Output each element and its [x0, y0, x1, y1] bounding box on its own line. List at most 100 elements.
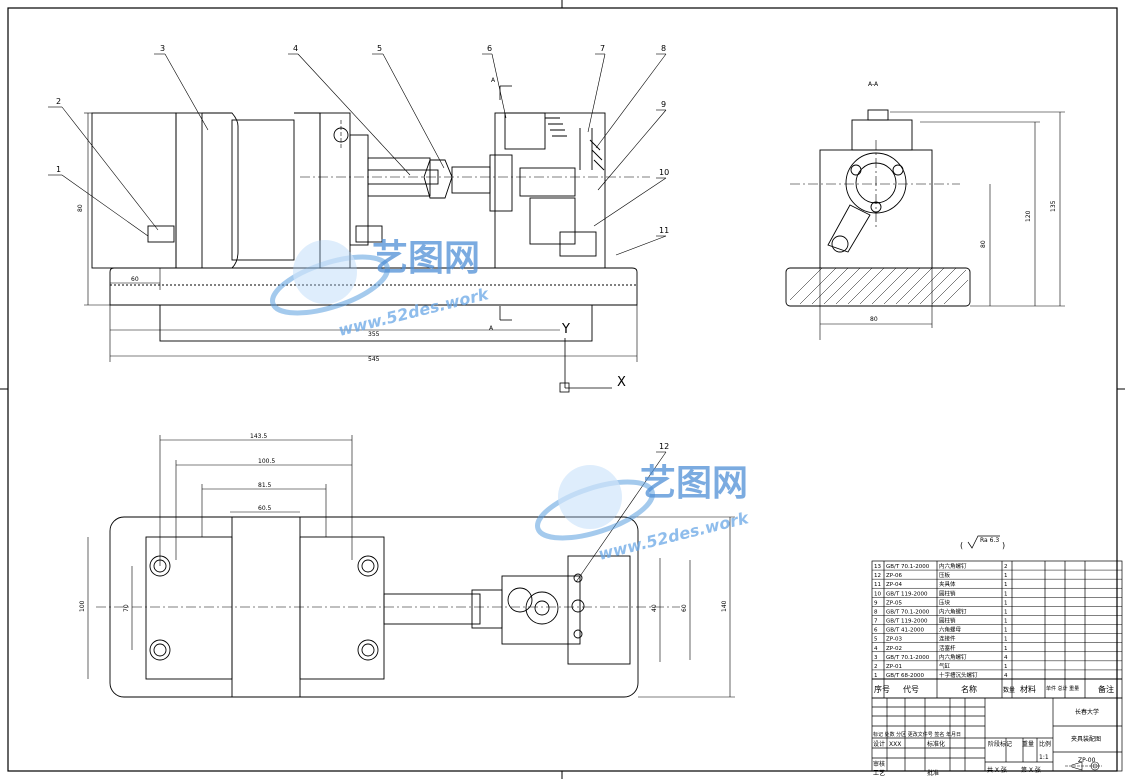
watermark-brand-2: 艺图网 [640, 463, 748, 504]
bom-cell-code: ZP-01 [886, 664, 902, 670]
bom-header-name: 名称 [961, 684, 977, 694]
bom-cell-seq: 5 [874, 637, 878, 643]
weight-label: 重量 [1022, 740, 1034, 748]
bom-cell-name: 十字槽沉头螺钉 [939, 671, 978, 679]
bom-cell-seq: 9 [874, 600, 878, 606]
bom-cell-code: GB/T 68-2000 [886, 673, 924, 679]
bom-cell-code: GB/T 70.1-2000 [886, 564, 930, 570]
bom-cell-code: GB/T 70.1-2000 [886, 609, 930, 615]
dim-top-left-h: 100 [79, 600, 86, 612]
bom-cell-code: ZP-05 [886, 600, 902, 606]
dim-side-h3: 135 [1050, 200, 1057, 212]
bom-header-material: 材料 [1020, 684, 1036, 694]
front-view [91, 112, 650, 342]
section-arrow-label-bottom: A [489, 325, 494, 332]
designer-label: 设计 [873, 740, 885, 748]
watermark-globe-icon-2 [535, 465, 655, 541]
projection-symbol-icon [1065, 761, 1102, 771]
roughness-value: Ra 6.3 [980, 537, 999, 544]
bom-cell-name: 夹具体 [939, 580, 956, 588]
sheets-total: 共 X 张 [987, 766, 1007, 774]
bom-cell-qty: 1 [1004, 591, 1008, 597]
bom-cell-seq: 13 [874, 564, 881, 570]
top-view [96, 516, 680, 698]
bom-cell-seq: 6 [874, 628, 878, 634]
bom-cell-seq: 3 [874, 655, 878, 661]
balloon-2: 2 [56, 97, 61, 106]
balloon-4: 4 [293, 44, 298, 53]
bom-cell-qty: 1 [1004, 573, 1008, 579]
balloon-7: 7 [600, 44, 605, 53]
front-dimensions [84, 112, 638, 362]
roughness-symbol [967, 535, 1000, 549]
balloon-12: 12 [659, 442, 669, 451]
dim-top-left-h2: 70 [123, 604, 130, 612]
bom-cell-qty: 4 [1004, 673, 1008, 679]
ucs-icon [559, 338, 612, 393]
bom-header-remark: 备注 [1098, 684, 1114, 694]
bom-cell-name: 内六角螺钉 [939, 607, 967, 615]
bom-cell-seq: 7 [874, 619, 878, 625]
dim-top-total-h: 140 [721, 600, 728, 612]
balloon-6: 6 [487, 44, 492, 53]
bom-cell-name: 活塞杆 [939, 644, 956, 652]
bom-header-seq: 序号 [874, 684, 890, 694]
bom-cell-code: GB/T 70.1-2000 [886, 655, 930, 661]
bom-cell-code: ZP-04 [886, 582, 902, 588]
ucs-x-label: X [617, 375, 626, 390]
balloon-3: 3 [160, 44, 165, 53]
dim-front-height: 80 [77, 204, 84, 212]
drawing-name: 夹具装配图 [1071, 735, 1101, 743]
watermark-globe-icon [270, 240, 390, 316]
bom-cell-name: 气缸 [939, 662, 951, 670]
dim-top-w1: 143.5 [250, 433, 267, 440]
dim-top-right-h: 40 [651, 604, 658, 612]
balloon-11: 11 [659, 226, 669, 235]
side-dimensions [819, 111, 1065, 340]
bom-cell-qty: 1 [1004, 582, 1008, 588]
watermark-url-2: www.52des.work [596, 508, 751, 564]
bom-cell-name: 六角螺母 [939, 626, 962, 634]
side-base-hatch [789, 267, 969, 305]
watermark-url: www.52des.work [336, 284, 491, 340]
standard-label: 标准化 [927, 740, 945, 748]
bom-cell-qty: 1 [1004, 628, 1008, 634]
balloon-5: 5 [377, 44, 382, 53]
bom-cell-name: 内六角螺钉 [939, 562, 967, 570]
approve-label: 批准 [927, 769, 939, 777]
bom-cell-seq: 11 [874, 582, 881, 588]
bom-table [871, 560, 1123, 699]
bom-cell-qty: 1 [1004, 619, 1008, 625]
bom-cell-name: 压块 [939, 598, 951, 606]
balloon-1: 1 [56, 165, 61, 174]
dim-front-total-len: 545 [368, 356, 380, 363]
drawing-number: ZP-00 [1078, 757, 1096, 764]
bom-cell-seq: 12 [874, 573, 881, 579]
dim-top-w3: 81.5 [258, 482, 272, 489]
bom-cell-qty: 1 [1004, 609, 1008, 615]
section-cut-mark [499, 85, 512, 321]
dim-top-w2: 100.5 [258, 458, 275, 465]
watermark-brand: 艺图网 [372, 238, 480, 279]
company-name: 长春大学 [1075, 708, 1099, 716]
bom-cell-seq: 4 [874, 646, 878, 652]
bom-cell-name: 压板 [939, 571, 951, 579]
side-view [785, 109, 971, 307]
process-label: 工艺 [873, 769, 885, 777]
sheet-number: 第 X 张 [1021, 766, 1041, 774]
dim-front-base-offset: 60 [131, 276, 139, 283]
bom-cell-qty: 1 [1004, 646, 1008, 652]
dim-side-h2: 120 [1025, 210, 1032, 222]
bom-cell-qty: 4 [1004, 655, 1008, 661]
bom-cell-code: GB/T 41-2000 [886, 628, 924, 634]
bom-cell-seq: 8 [874, 609, 878, 615]
bom-cell-name: 圆柱销 [939, 617, 956, 625]
ucs-y-label: Y [561, 322, 570, 337]
designer-name: XXX [889, 741, 901, 748]
bom-cell-qty: 1 [1004, 600, 1008, 606]
roughness-paren-right: ) [1002, 541, 1005, 550]
bom-header-code: 代号 [903, 684, 919, 694]
